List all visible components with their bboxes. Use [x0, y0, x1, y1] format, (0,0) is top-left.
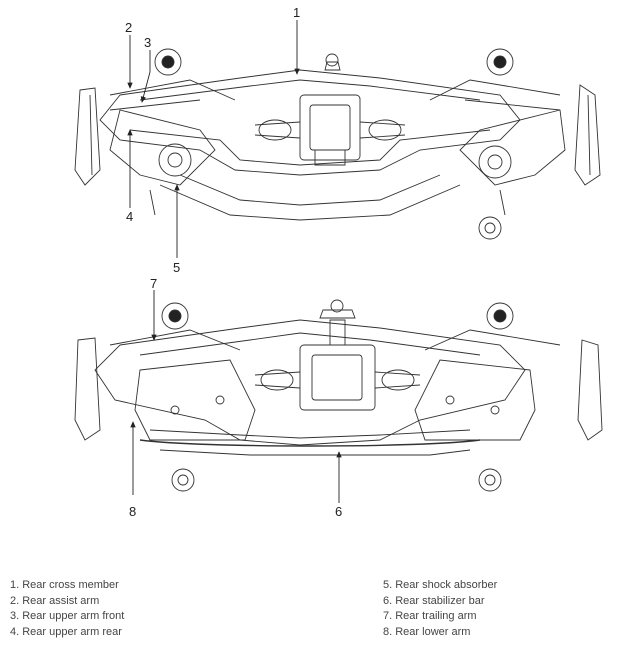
- callout-leaders: [127, 20, 342, 503]
- callout-3: 3: [144, 35, 151, 50]
- legend-right-column: 5. Rear shock absorber 6. Rear stabilize…: [383, 578, 497, 640]
- callout-2: 2: [125, 20, 132, 35]
- callout-5: 5: [173, 260, 180, 275]
- suspension-diagram: 1 2 3 4 5 7 6 8: [74, 5, 603, 519]
- legend-left-column: 1. Rear cross member 2. Rear assist arm …: [10, 578, 124, 640]
- callout-4: 4: [126, 209, 133, 224]
- legend-item: 2. Rear assist arm: [10, 594, 100, 607]
- legend-item: 3. Rear upper arm front: [10, 610, 125, 622]
- legend-item: 5. Rear shock absorber: [383, 579, 498, 591]
- bottom-view-drawing: [74, 299, 603, 492]
- legend-item: 4. Rear upper arm rear: [10, 625, 122, 638]
- legend-item: 8. Rear lower arm: [383, 625, 471, 638]
- legend-item: 6. Rear stabilizer bar: [383, 594, 485, 607]
- callout-8: 8: [129, 504, 136, 519]
- legend-item: 1. Rear cross member: [10, 579, 119, 591]
- callout-1: 1: [293, 5, 300, 20]
- legend-item: 7. Rear trailing arm: [383, 610, 477, 622]
- top-view-drawing: [74, 48, 601, 240]
- callout-6: 6: [335, 504, 342, 519]
- callout-7: 7: [150, 276, 157, 291]
